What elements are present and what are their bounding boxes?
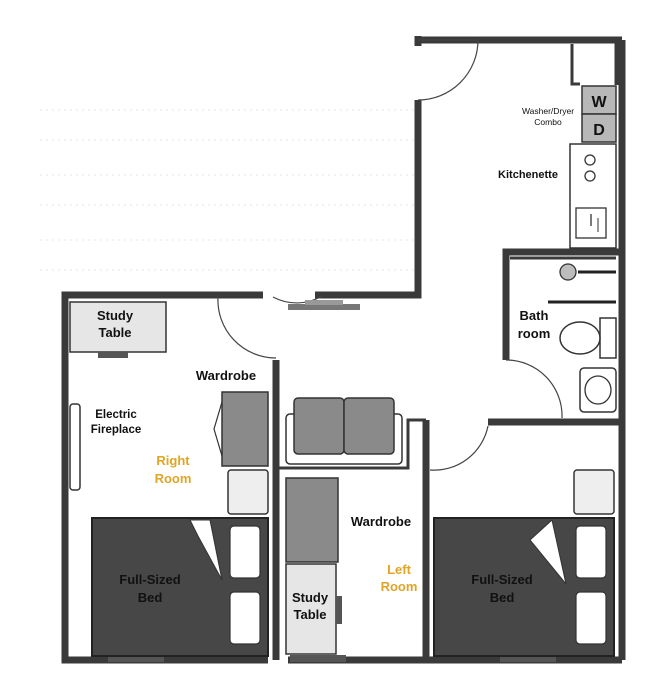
pillow-icon <box>575 525 607 579</box>
stove-burner-icon <box>584 170 596 182</box>
washer-icon <box>581 85 617 115</box>
pillow-icon <box>229 525 261 579</box>
couch-cushion <box>343 397 395 455</box>
fireplace-label-line2: Fireplace <box>91 424 142 436</box>
washer-dryer-label-line2: Combo <box>534 117 562 127</box>
sink-icon <box>575 207 607 239</box>
windows <box>108 655 556 662</box>
study-table-right-label-line2: Table <box>99 325 132 340</box>
pillow-icon <box>229 591 261 645</box>
study-table-right-label-line1: Study <box>97 308 134 323</box>
wardrobe-left <box>285 477 339 563</box>
left-room: Wardrobe Study Table Left Room Full-Size… <box>285 469 615 657</box>
nightstand-left <box>573 469 615 515</box>
bed-right-label-line1: Full-Sized <box>119 572 180 587</box>
background-grid <box>40 109 420 271</box>
left-room-label-line1: Left <box>387 562 412 577</box>
washer-dryer: W D Washer/Dryer Combo <box>522 85 617 143</box>
dryer-letter: D <box>593 122 605 139</box>
nightstand-right <box>227 469 269 515</box>
wardrobe-right-label: Wardrobe <box>196 368 256 383</box>
wardrobe-right <box>221 391 269 467</box>
study-table-left <box>285 563 337 655</box>
kitchenette: Kitchenette <box>498 143 617 249</box>
stove-burner-icon <box>584 154 596 166</box>
toilet-tank-icon <box>599 317 617 359</box>
chair-icon <box>336 596 342 624</box>
kitchenette-label: Kitchenette <box>498 169 558 181</box>
door-swings <box>217 39 563 471</box>
window-left-room-1 <box>290 655 346 662</box>
counter <box>569 143 617 249</box>
window-right-room <box>108 655 164 662</box>
study-table-right <box>69 301 167 353</box>
bathroom-label-line2: room <box>518 326 551 341</box>
tv-icon <box>288 300 360 310</box>
bed-right-label-line2: Bed <box>138 590 163 605</box>
study-table-left-label-line2: Table <box>294 607 327 622</box>
left-room-label-line2: Room <box>381 579 418 594</box>
right-room-label-line2: Room <box>155 471 192 486</box>
bed-left-label-line1: Full-Sized <box>471 572 532 587</box>
washer-letter: W <box>591 94 607 111</box>
wardrobe-left-label: Wardrobe <box>351 514 411 529</box>
fireplace-label-line1: Electric <box>95 409 137 421</box>
right-room-label-line1: Right <box>156 453 190 468</box>
shower-head-icon <box>559 263 577 281</box>
bathroom: Bath room <box>518 263 617 413</box>
window-left-room-2 <box>500 655 556 662</box>
dryer-icon <box>581 113 617 143</box>
bed-left-label-line2: Bed <box>490 590 515 605</box>
washer-dryer-label-line1: Washer/Dryer <box>522 106 574 116</box>
living-area <box>285 397 403 465</box>
pillow-icon <box>575 591 607 645</box>
couch-cushion <box>293 397 345 455</box>
fireplace-icon <box>69 403 81 491</box>
bathroom-label-line1: Bath <box>520 308 549 323</box>
right-room: Study Table Wardrobe Electric Fireplace … <box>69 301 269 657</box>
study-table-left-label-line1: Study <box>292 590 329 605</box>
chair-icon <box>98 352 128 358</box>
toilet-bowl-icon <box>559 321 601 355</box>
